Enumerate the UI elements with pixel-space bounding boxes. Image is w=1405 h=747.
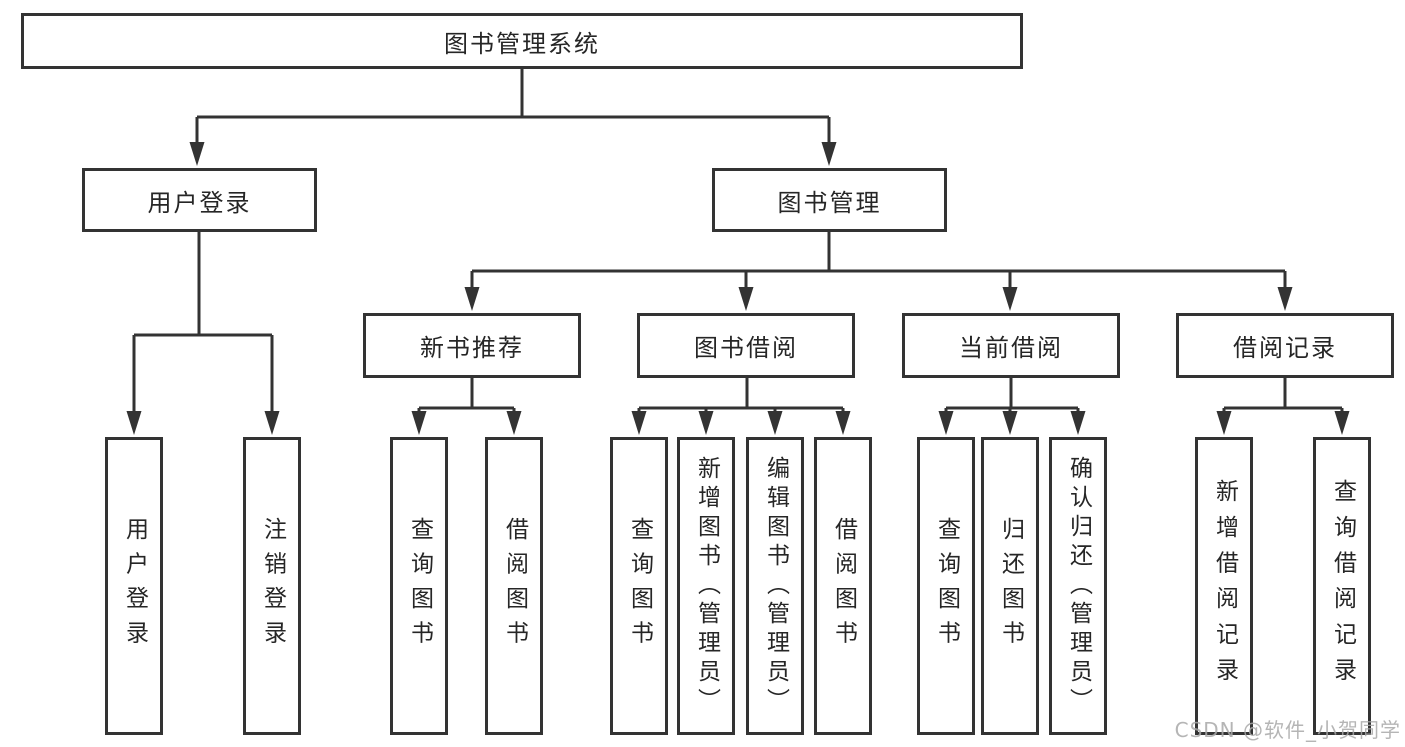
node-user-login: 用户登录 — [82, 168, 317, 232]
leaf-add-borrow-record: 新增借阅记录 — [1195, 437, 1253, 735]
node-book-borrowing: 图书借阅 — [637, 313, 855, 378]
node-new-book-recommend: 新书推荐 — [363, 313, 581, 378]
node-root: 图书管理系统 — [21, 13, 1023, 69]
node-book-management: 图书管理 — [712, 168, 947, 232]
leaf-confirm-return-admin: 确认归还（管理员） — [1049, 437, 1107, 735]
leaf-query-books-3: 查询图书 — [917, 437, 975, 735]
watermark: CSDN @软件_小贺同学 — [1174, 718, 1401, 742]
leaf-query-books-1: 查询图书 — [390, 437, 448, 735]
leaf-add-book-admin: 新增图书（管理员） — [677, 437, 735, 735]
leaf-query-borrow-record: 查询借阅记录 — [1313, 437, 1371, 735]
leaf-query-books-2: 查询图书 — [610, 437, 668, 735]
node-current-borrowing: 当前借阅 — [902, 313, 1120, 378]
node-borrowing-records: 借阅记录 — [1176, 313, 1394, 378]
connector-newbook-branch — [417, 378, 516, 412]
leaf-user-login: 用户登录 — [105, 437, 163, 735]
connector-root-to-level2 — [195, 69, 831, 143]
connector-borrowrecord-branch — [1222, 378, 1344, 412]
leaf-logout: 注销登录 — [243, 437, 301, 735]
leaf-borrow-books-1: 借阅图书 — [485, 437, 543, 735]
connector-bookborrow-branch — [637, 378, 845, 412]
leaf-edit-book-admin: 编辑图书（管理员） — [746, 437, 804, 735]
connector-currentborrow-branch — [944, 378, 1080, 412]
arrowhead-icons — [126, 142, 1350, 435]
leaf-borrow-books-2: 借阅图书 — [814, 437, 872, 735]
connector-bookmgmt-to-level3 — [470, 232, 1287, 288]
leaf-return-book: 归还图书 — [981, 437, 1039, 735]
connector-userlogin-branch — [132, 232, 274, 412]
